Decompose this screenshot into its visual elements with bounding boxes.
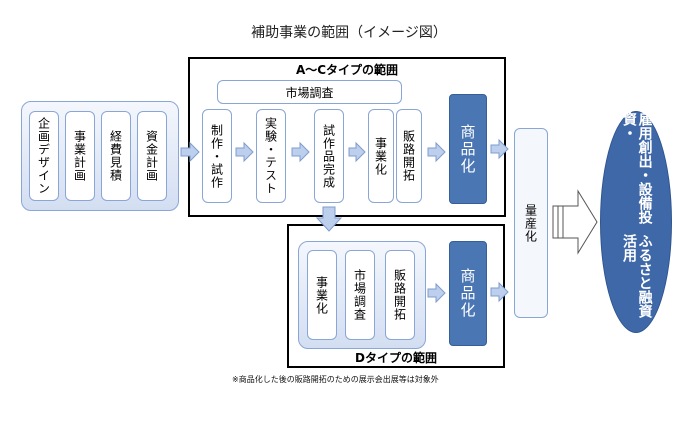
product-ac: 商品化 xyxy=(449,94,487,204)
diagram-title: 補助事業の範囲（イメージ図） xyxy=(251,25,447,41)
d-step: 事業化 xyxy=(307,250,337,340)
range-ac-label: A～Cタイプの範囲 xyxy=(295,63,399,77)
footnote: ※商品化した後の販路開拓のための展示会出展等は対象外 xyxy=(232,375,439,384)
down-arrow-icon xyxy=(315,206,343,232)
flow-arrow-icon xyxy=(348,141,366,163)
big-arrow-icon xyxy=(552,189,598,255)
planning-item: 事業計画 xyxy=(65,111,95,201)
range-d-label: Dタイプの範囲 xyxy=(355,351,437,365)
mass-production-box: 量産化 xyxy=(514,128,548,318)
flow-arrow-icon xyxy=(291,141,310,163)
flow-arrow-icon xyxy=(490,138,509,160)
ac-step: 制作・試作 xyxy=(202,109,232,203)
ac-step: 実験・テスト xyxy=(256,109,286,203)
flow-arrow-icon xyxy=(490,281,509,303)
ac-step: 事業化 xyxy=(368,109,394,203)
flow-arrow-icon xyxy=(180,141,200,163)
d-step: 販路開拓 xyxy=(385,250,415,340)
planning-item: 資金計画 xyxy=(137,111,167,201)
outcome-oval: 雇用創出・設備投資・ ふるさと融資活用 xyxy=(600,111,672,333)
outcome-line: ふるさと融資活用 xyxy=(621,234,653,319)
flow-arrow-icon xyxy=(427,282,446,304)
planning-item: 経費見積 xyxy=(101,111,131,201)
flow-arrow-icon xyxy=(427,141,446,163)
ac-step: 販路開拓 xyxy=(396,109,422,203)
ac-step: 試作品完成 xyxy=(314,109,344,203)
d-step: 市場調査 xyxy=(345,250,375,340)
outcome-line: 雇用創出・設備投資・ xyxy=(621,112,653,224)
product-d: 商品化 xyxy=(449,241,487,346)
market-research-bar: 市場調査 xyxy=(217,80,402,104)
planning-item: 企画デザイン xyxy=(29,111,59,201)
flow-arrow-icon xyxy=(235,141,254,163)
